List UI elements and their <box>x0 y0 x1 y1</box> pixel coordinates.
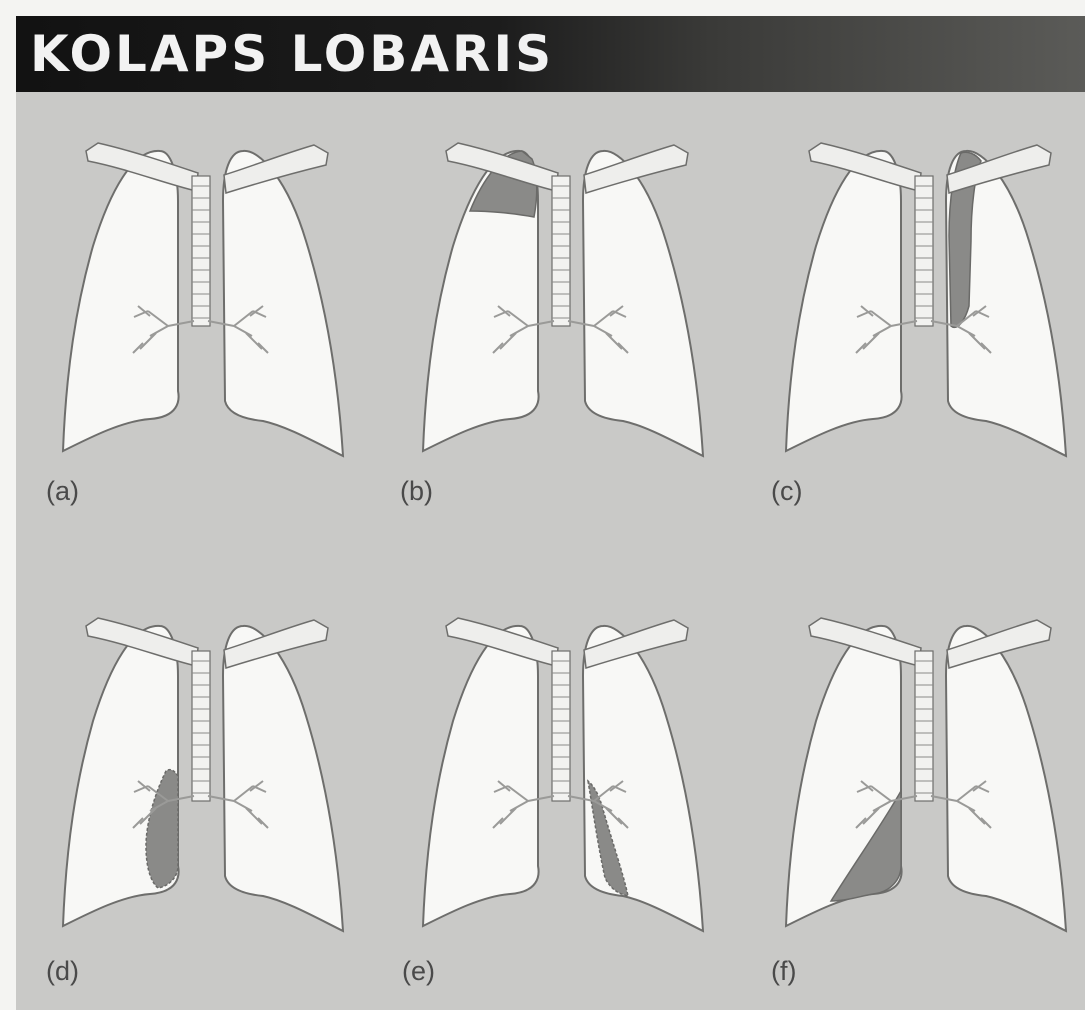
panel-b-label: (b) <box>400 476 433 507</box>
panel-e-label: (e) <box>402 956 435 987</box>
panel-f-diagram <box>761 596 1081 946</box>
left-lung <box>946 626 1066 931</box>
left-lung <box>583 151 703 456</box>
right-lung <box>423 626 539 926</box>
left-lung <box>583 626 703 931</box>
title-bar: KOLAPS LOBARIS <box>16 16 1085 92</box>
panel-d-label: (d) <box>46 956 79 987</box>
panel-c-diagram <box>761 121 1081 471</box>
figure-frame: KOLAPS LOBARIS (a) (b) (c) (d) (e) (f) <box>16 16 1085 1010</box>
left-lung <box>223 626 343 931</box>
panel-a-diagram <box>38 121 358 471</box>
right-lung <box>786 151 902 451</box>
panel-a-label: (a) <box>46 476 79 507</box>
panel-d-diagram <box>38 596 358 946</box>
panel-f-label: (f) <box>771 956 796 987</box>
panel-b-diagram <box>398 121 718 471</box>
panel-e-diagram <box>398 596 718 946</box>
right-lung <box>63 151 179 451</box>
left-lung <box>223 151 343 456</box>
figure-title: KOLAPS LOBARIS <box>30 24 554 84</box>
panel-c-label: (c) <box>771 476 802 507</box>
